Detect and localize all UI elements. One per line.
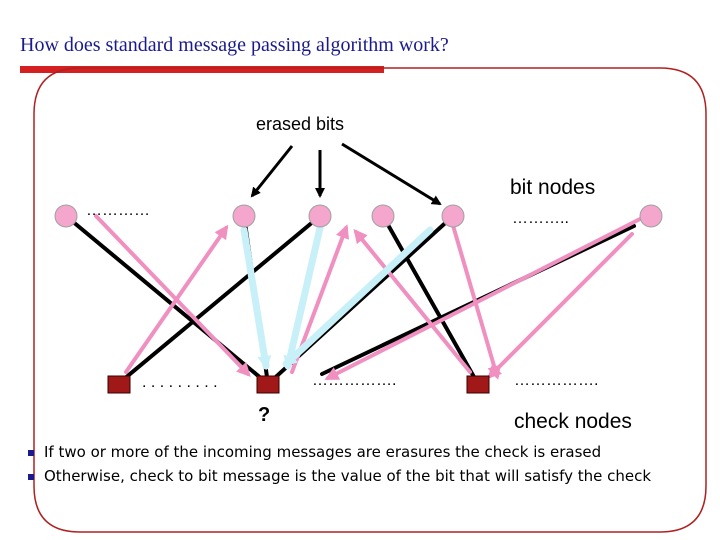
check-node (466, 375, 490, 394)
pink-arrow (450, 220, 501, 380)
erased-bit-arrows (250, 142, 442, 206)
erasure-messages (240, 224, 434, 370)
erased-bits-label: erased bits (256, 114, 345, 134)
bit-node (54, 204, 78, 228)
check-dots-2: ……………. (312, 372, 397, 389)
cyan-arrow (240, 226, 272, 370)
check-node (256, 375, 280, 394)
bullet-text: Otherwise, check to bit message is the v… (44, 467, 652, 485)
check-node (107, 375, 131, 394)
erased-arrow (341, 142, 442, 206)
bullet-item: If two or more of the incoming messages … (28, 442, 651, 466)
bit-node (308, 204, 332, 228)
question-mark: ? (258, 404, 271, 426)
check-dots-3: ……………. (514, 372, 599, 389)
cyan-arrow (282, 226, 434, 368)
bullet-text: If two or more of the incoming messages … (44, 443, 602, 461)
check-nodes-label: check nodes (514, 410, 632, 433)
bullet-item: Otherwise, check to bit message is the v… (28, 466, 651, 490)
pink-arrow (487, 232, 634, 379)
bit-node (639, 204, 663, 228)
bit-node (441, 204, 465, 228)
title-underline (20, 66, 384, 73)
bit-node (232, 204, 256, 228)
page-title: How does standard message passing algori… (20, 34, 449, 56)
edge (116, 214, 322, 386)
bullet-square-icon (28, 474, 34, 480)
pink-arrow (94, 214, 251, 377)
cyan-arrow (283, 224, 324, 370)
edge (64, 214, 270, 386)
bullet-square-icon (28, 450, 34, 456)
bit-nodes (54, 204, 663, 228)
pink-arrow (324, 216, 644, 380)
bullet-list: If two or more of the incoming messages … (28, 442, 651, 490)
bit-nodes-label: bit nodes (510, 176, 596, 199)
bit-dots-left: ………… (86, 202, 150, 219)
pink-arrow (353, 228, 472, 374)
content-frame (33, 67, 707, 533)
bit-node (371, 204, 395, 228)
edge (381, 214, 480, 386)
check-dots-1: . . . . . . . . . (142, 374, 218, 391)
erased-arrow (250, 145, 294, 198)
check-nodes (107, 375, 490, 394)
bit-dots-right: ……….. (512, 210, 569, 227)
